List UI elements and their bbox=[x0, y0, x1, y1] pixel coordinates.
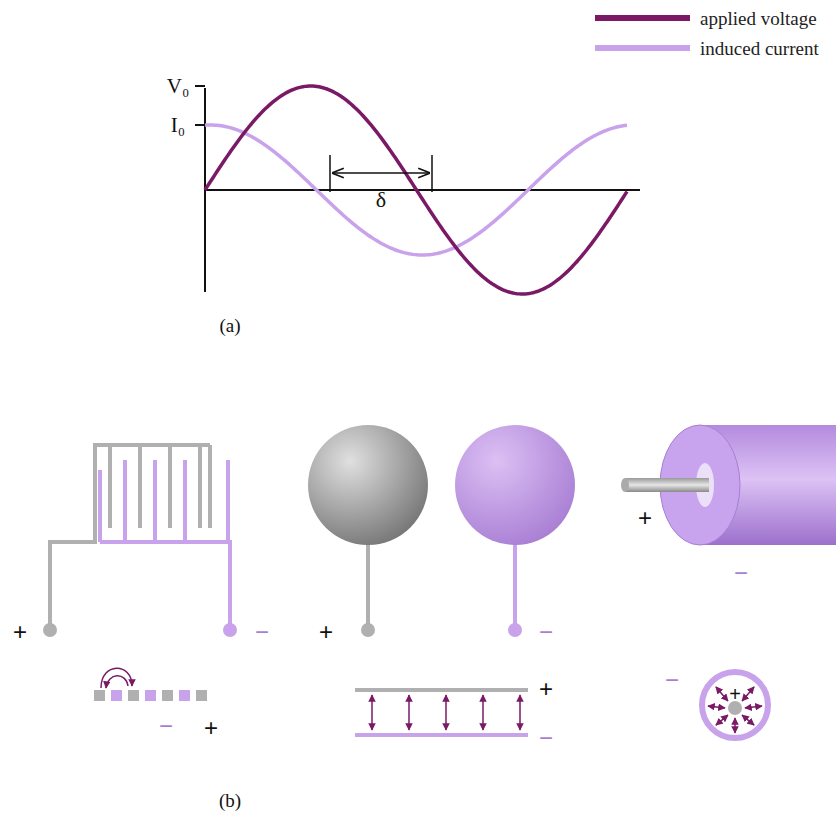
field-arrow bbox=[742, 715, 754, 725]
terminal bbox=[223, 623, 237, 637]
polarity-sign: + bbox=[638, 506, 652, 530]
lead bbox=[513, 540, 517, 630]
polarity-sign: − bbox=[665, 668, 679, 692]
legend-line bbox=[595, 15, 690, 21]
coaxial-capacitor bbox=[621, 425, 836, 738]
polarity-sign: − bbox=[539, 726, 553, 750]
field-arrow bbox=[445, 695, 447, 730]
polarity-sign: + bbox=[729, 684, 741, 704]
terminal bbox=[361, 623, 375, 637]
polarity-sign: − bbox=[734, 561, 748, 585]
electrode-section bbox=[111, 690, 122, 701]
legend-line bbox=[595, 45, 690, 51]
polarity-sign: + bbox=[539, 677, 553, 701]
panel-label: (a) bbox=[219, 316, 240, 335]
electrode-section bbox=[94, 690, 105, 701]
parallel-plate-capacitor bbox=[308, 425, 575, 735]
rod-end bbox=[621, 478, 629, 492]
terminal bbox=[508, 623, 522, 637]
voltage-curve bbox=[205, 86, 627, 294]
field-arrow bbox=[716, 687, 728, 701]
legend-text: applied voltage bbox=[700, 9, 817, 28]
grey-plate bbox=[308, 425, 428, 545]
field-arrow bbox=[745, 706, 762, 708]
polarity-sign: − bbox=[255, 620, 269, 644]
legend-text: induced current bbox=[700, 39, 819, 58]
electrode-section bbox=[162, 690, 173, 701]
field-arrow bbox=[371, 695, 373, 730]
polarity-sign: + bbox=[319, 620, 333, 644]
outer-ring bbox=[702, 672, 768, 738]
axis-label: I₀ bbox=[171, 115, 185, 136]
tick bbox=[195, 124, 205, 126]
plate-edge bbox=[355, 733, 528, 737]
axis-label: δ bbox=[376, 189, 386, 211]
field-arrow bbox=[742, 687, 754, 701]
panel-label: (b) bbox=[219, 791, 241, 810]
terminal bbox=[43, 623, 57, 637]
field-arc bbox=[101, 668, 132, 688]
field-arrow bbox=[708, 706, 725, 708]
field-arc bbox=[106, 676, 128, 688]
polarity-sign: + bbox=[13, 620, 27, 644]
field-arrow bbox=[734, 718, 736, 733]
field-arrow bbox=[482, 695, 484, 730]
x-axis bbox=[205, 189, 640, 191]
polarity-sign: − bbox=[159, 714, 173, 738]
purple-plate bbox=[455, 425, 575, 545]
field-arrow bbox=[716, 715, 728, 725]
electrode-section bbox=[179, 690, 190, 701]
phase-marker bbox=[431, 155, 433, 192]
electrode-section bbox=[128, 690, 139, 701]
electrode-section bbox=[196, 690, 207, 701]
phase-marker bbox=[329, 155, 331, 192]
inner-rod bbox=[625, 478, 709, 492]
phase-arrow bbox=[333, 172, 429, 174]
electrode-section bbox=[145, 690, 156, 701]
interdigitated-electrode bbox=[43, 445, 237, 701]
field-arrow bbox=[519, 695, 521, 730]
tick bbox=[195, 85, 205, 87]
lead bbox=[366, 540, 370, 630]
purple-comb bbox=[100, 460, 230, 628]
field-arrow bbox=[408, 695, 410, 730]
plate-edge bbox=[355, 688, 528, 692]
axis-label: V₀ bbox=[167, 76, 190, 97]
polarity-sign: − bbox=[539, 620, 553, 644]
polarity-sign: + bbox=[204, 716, 218, 740]
